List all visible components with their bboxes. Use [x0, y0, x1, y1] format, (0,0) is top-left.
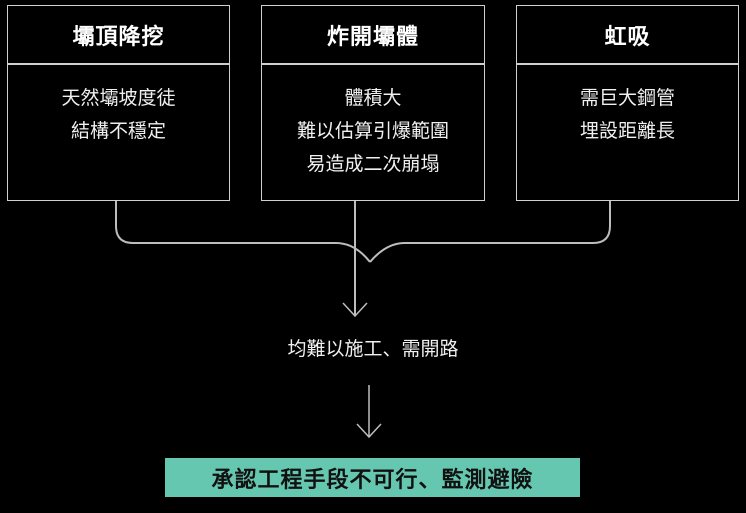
- method-description: 體積大 難以估算引爆範圍 易造成二次崩塌: [262, 65, 484, 181]
- method-title: 虹吸: [517, 6, 738, 65]
- arrow-down-icon: [356, 423, 382, 439]
- description-line: 天然壩坡度徒: [61, 87, 176, 109]
- method-title: 炸開壩體: [262, 6, 484, 65]
- description-line: 需巨大鋼管: [579, 87, 675, 109]
- description-line: 埋設距離長: [579, 120, 675, 142]
- arrow-down-icon: [342, 302, 368, 318]
- description-line: 體積大: [344, 87, 402, 109]
- method-description: 需巨大鋼管 埋設距離長: [517, 65, 738, 148]
- conclusion-highlight: 承認工程手段不可行、監測避險: [165, 458, 580, 497]
- description-line: 結構不穩定: [70, 120, 166, 142]
- method-card-siphon: 虹吸 需巨大鋼管 埋設距離長: [516, 5, 739, 201]
- connector-right: [369, 201, 611, 263]
- summary-text: 均難以施工、需開路: [287, 338, 459, 360]
- method-title: 壩頂降挖: [8, 6, 229, 65]
- method-card-blasting: 炸開壩體 體積大 難以估算引爆範圍 易造成二次崩塌: [261, 5, 485, 201]
- connector-left: [115, 201, 371, 263]
- method-card-dam-crest-lowering: 壩頂降挖 天然壩坡度徒 結構不穩定: [7, 5, 230, 201]
- method-description: 天然壩坡度徒 結構不穩定: [8, 65, 229, 148]
- description-line: 難以估算引爆範圍: [296, 120, 449, 142]
- description-line: 易造成二次崩塌: [306, 153, 440, 175]
